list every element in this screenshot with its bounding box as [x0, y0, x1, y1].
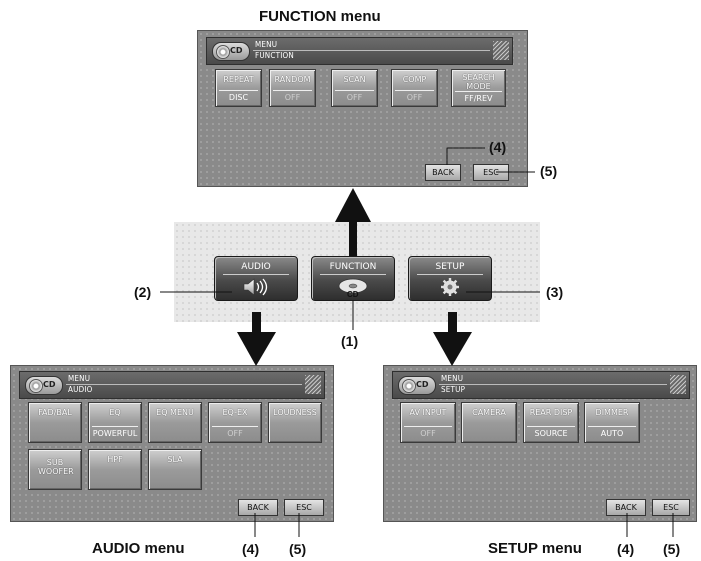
rear-disp-button[interactable]: REAR DISP SOURCE: [523, 402, 579, 443]
setup-button[interactable]: SETUP: [408, 256, 492, 301]
function-menu-header: CD MENU FUNCTION: [206, 37, 513, 65]
header-title: AUDIO: [68, 385, 93, 394]
source-cd-tab[interactable]: CD: [25, 376, 63, 395]
random-button[interactable]: RANDOM OFF: [269, 69, 316, 107]
audio-menu-header: CD MENU AUDIO: [19, 371, 325, 399]
dimmer-button[interactable]: DIMMER AUTO: [584, 402, 640, 443]
back-button[interactable]: BACK: [606, 499, 646, 516]
cd-disc-icon: [216, 45, 230, 59]
cd-disc-icon: [29, 379, 43, 393]
search-mode-button[interactable]: SEARCH MODE FF/REV: [451, 69, 506, 107]
setup-menu-header: CD MENU SETUP: [392, 371, 690, 399]
header-stripe-decoration: [493, 41, 509, 60]
header-title: SETUP: [441, 385, 466, 394]
header-menu-label: MENU: [68, 374, 91, 383]
scan-button[interactable]: SCAN OFF: [331, 69, 378, 107]
esc-button[interactable]: ESC: [652, 499, 690, 516]
repeat-button[interactable]: REPEAT DISC: [215, 69, 262, 107]
callout-setup-esc: (5): [663, 541, 681, 557]
function-button[interactable]: FUNCTION CD: [311, 256, 395, 301]
speaker-icon: [243, 278, 268, 296]
header-menu-label: MENU: [255, 40, 278, 49]
header-stripe-decoration: [670, 375, 686, 394]
setup-menu-caption: SETUP menu: [488, 540, 582, 557]
back-button[interactable]: BACK: [238, 499, 278, 516]
hpf-button[interactable]: HPF: [88, 449, 142, 490]
audio-menu-caption: AUDIO menu: [92, 540, 185, 557]
esc-button[interactable]: ESC: [284, 499, 324, 516]
callout-audio-button: (2): [134, 284, 152, 300]
eq-button[interactable]: EQ POWERFUL: [88, 402, 142, 443]
callout-audio-back: (4): [242, 541, 260, 557]
source-cd-tab[interactable]: CD: [212, 42, 250, 61]
camera-button[interactable]: CAMERA: [461, 402, 517, 443]
function-menu-caption: FUNCTION menu: [259, 8, 381, 25]
callout-setup-back: (4): [617, 541, 635, 557]
cd-icon: CD: [338, 278, 368, 299]
eq-ex-button[interactable]: EQ-EX OFF: [208, 402, 262, 443]
callout-function-back: (4): [489, 139, 507, 155]
sla-button[interactable]: SLA: [148, 449, 202, 490]
callout-audio-esc: (5): [289, 541, 307, 557]
header-menu-label: MENU: [441, 374, 464, 383]
source-cd-tab[interactable]: CD: [398, 376, 436, 395]
svg-text:CD: CD: [347, 290, 359, 299]
setup-menu-screen: CD MENU SETUP AV INPUT OFF CAMERA REAR D…: [383, 365, 697, 522]
back-button[interactable]: BACK: [425, 164, 461, 181]
loudness-button[interactable]: LOUDNESS: [268, 402, 322, 443]
audio-button[interactable]: AUDIO: [214, 256, 298, 301]
header-title: FUNCTION: [255, 51, 294, 60]
eq-menu-button[interactable]: EQ MENU: [148, 402, 202, 443]
fad-bal-button[interactable]: FAD/BAL: [28, 402, 82, 443]
callout-setup-button: (3): [546, 284, 564, 300]
esc-button[interactable]: ESC: [473, 164, 509, 181]
callout-function-button: (1): [341, 333, 359, 349]
cd-disc-icon: [402, 379, 416, 393]
header-stripe-decoration: [305, 375, 321, 394]
gear-icon: [441, 278, 459, 296]
av-input-button[interactable]: AV INPUT OFF: [400, 402, 456, 443]
function-menu-screen: CD MENU FUNCTION REPEAT DISC RANDOM OFF …: [197, 30, 528, 187]
audio-menu-screen: CD MENU AUDIO FAD/BAL EQ POWERFUL EQ MEN…: [10, 365, 334, 522]
sub-woofer-button[interactable]: SUB WOOFER: [28, 449, 82, 490]
comp-button[interactable]: COMP OFF: [391, 69, 438, 107]
callout-function-esc: (5): [540, 163, 558, 179]
